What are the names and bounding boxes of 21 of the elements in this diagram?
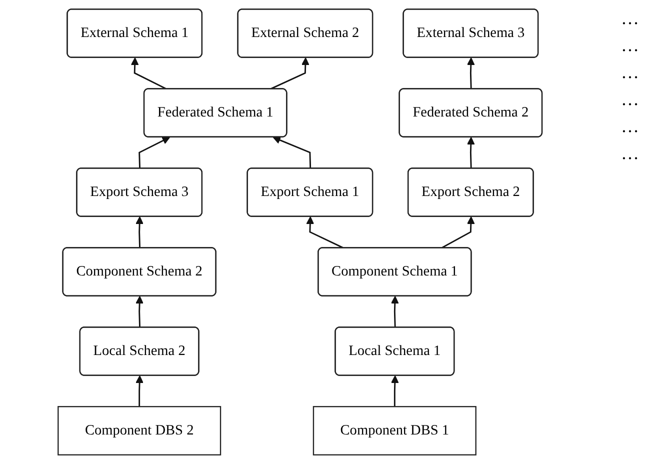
arrow (272, 136, 312, 169)
node-box: Component DBS 1 (312, 406, 476, 456)
arrow (390, 375, 399, 407)
arrow (138, 136, 170, 169)
arrow (130, 57, 168, 90)
ellipsis-text: … (621, 62, 639, 83)
arrow (136, 375, 144, 407)
arrow (466, 136, 475, 169)
arrow (390, 296, 399, 328)
arrow (136, 216, 144, 248)
arrow (270, 57, 310, 90)
node-box: Component DBS 2 (58, 406, 222, 456)
arrow (136, 296, 144, 328)
arrow (306, 216, 344, 249)
ellipsis-text: … (621, 89, 639, 110)
ellipsis-text: … (621, 143, 639, 164)
arrow (440, 216, 475, 249)
ellipsis-text: … (621, 8, 639, 29)
arrow (466, 57, 475, 90)
ellipsis-text: … (621, 35, 639, 56)
ellipsis-text: … (621, 116, 639, 137)
